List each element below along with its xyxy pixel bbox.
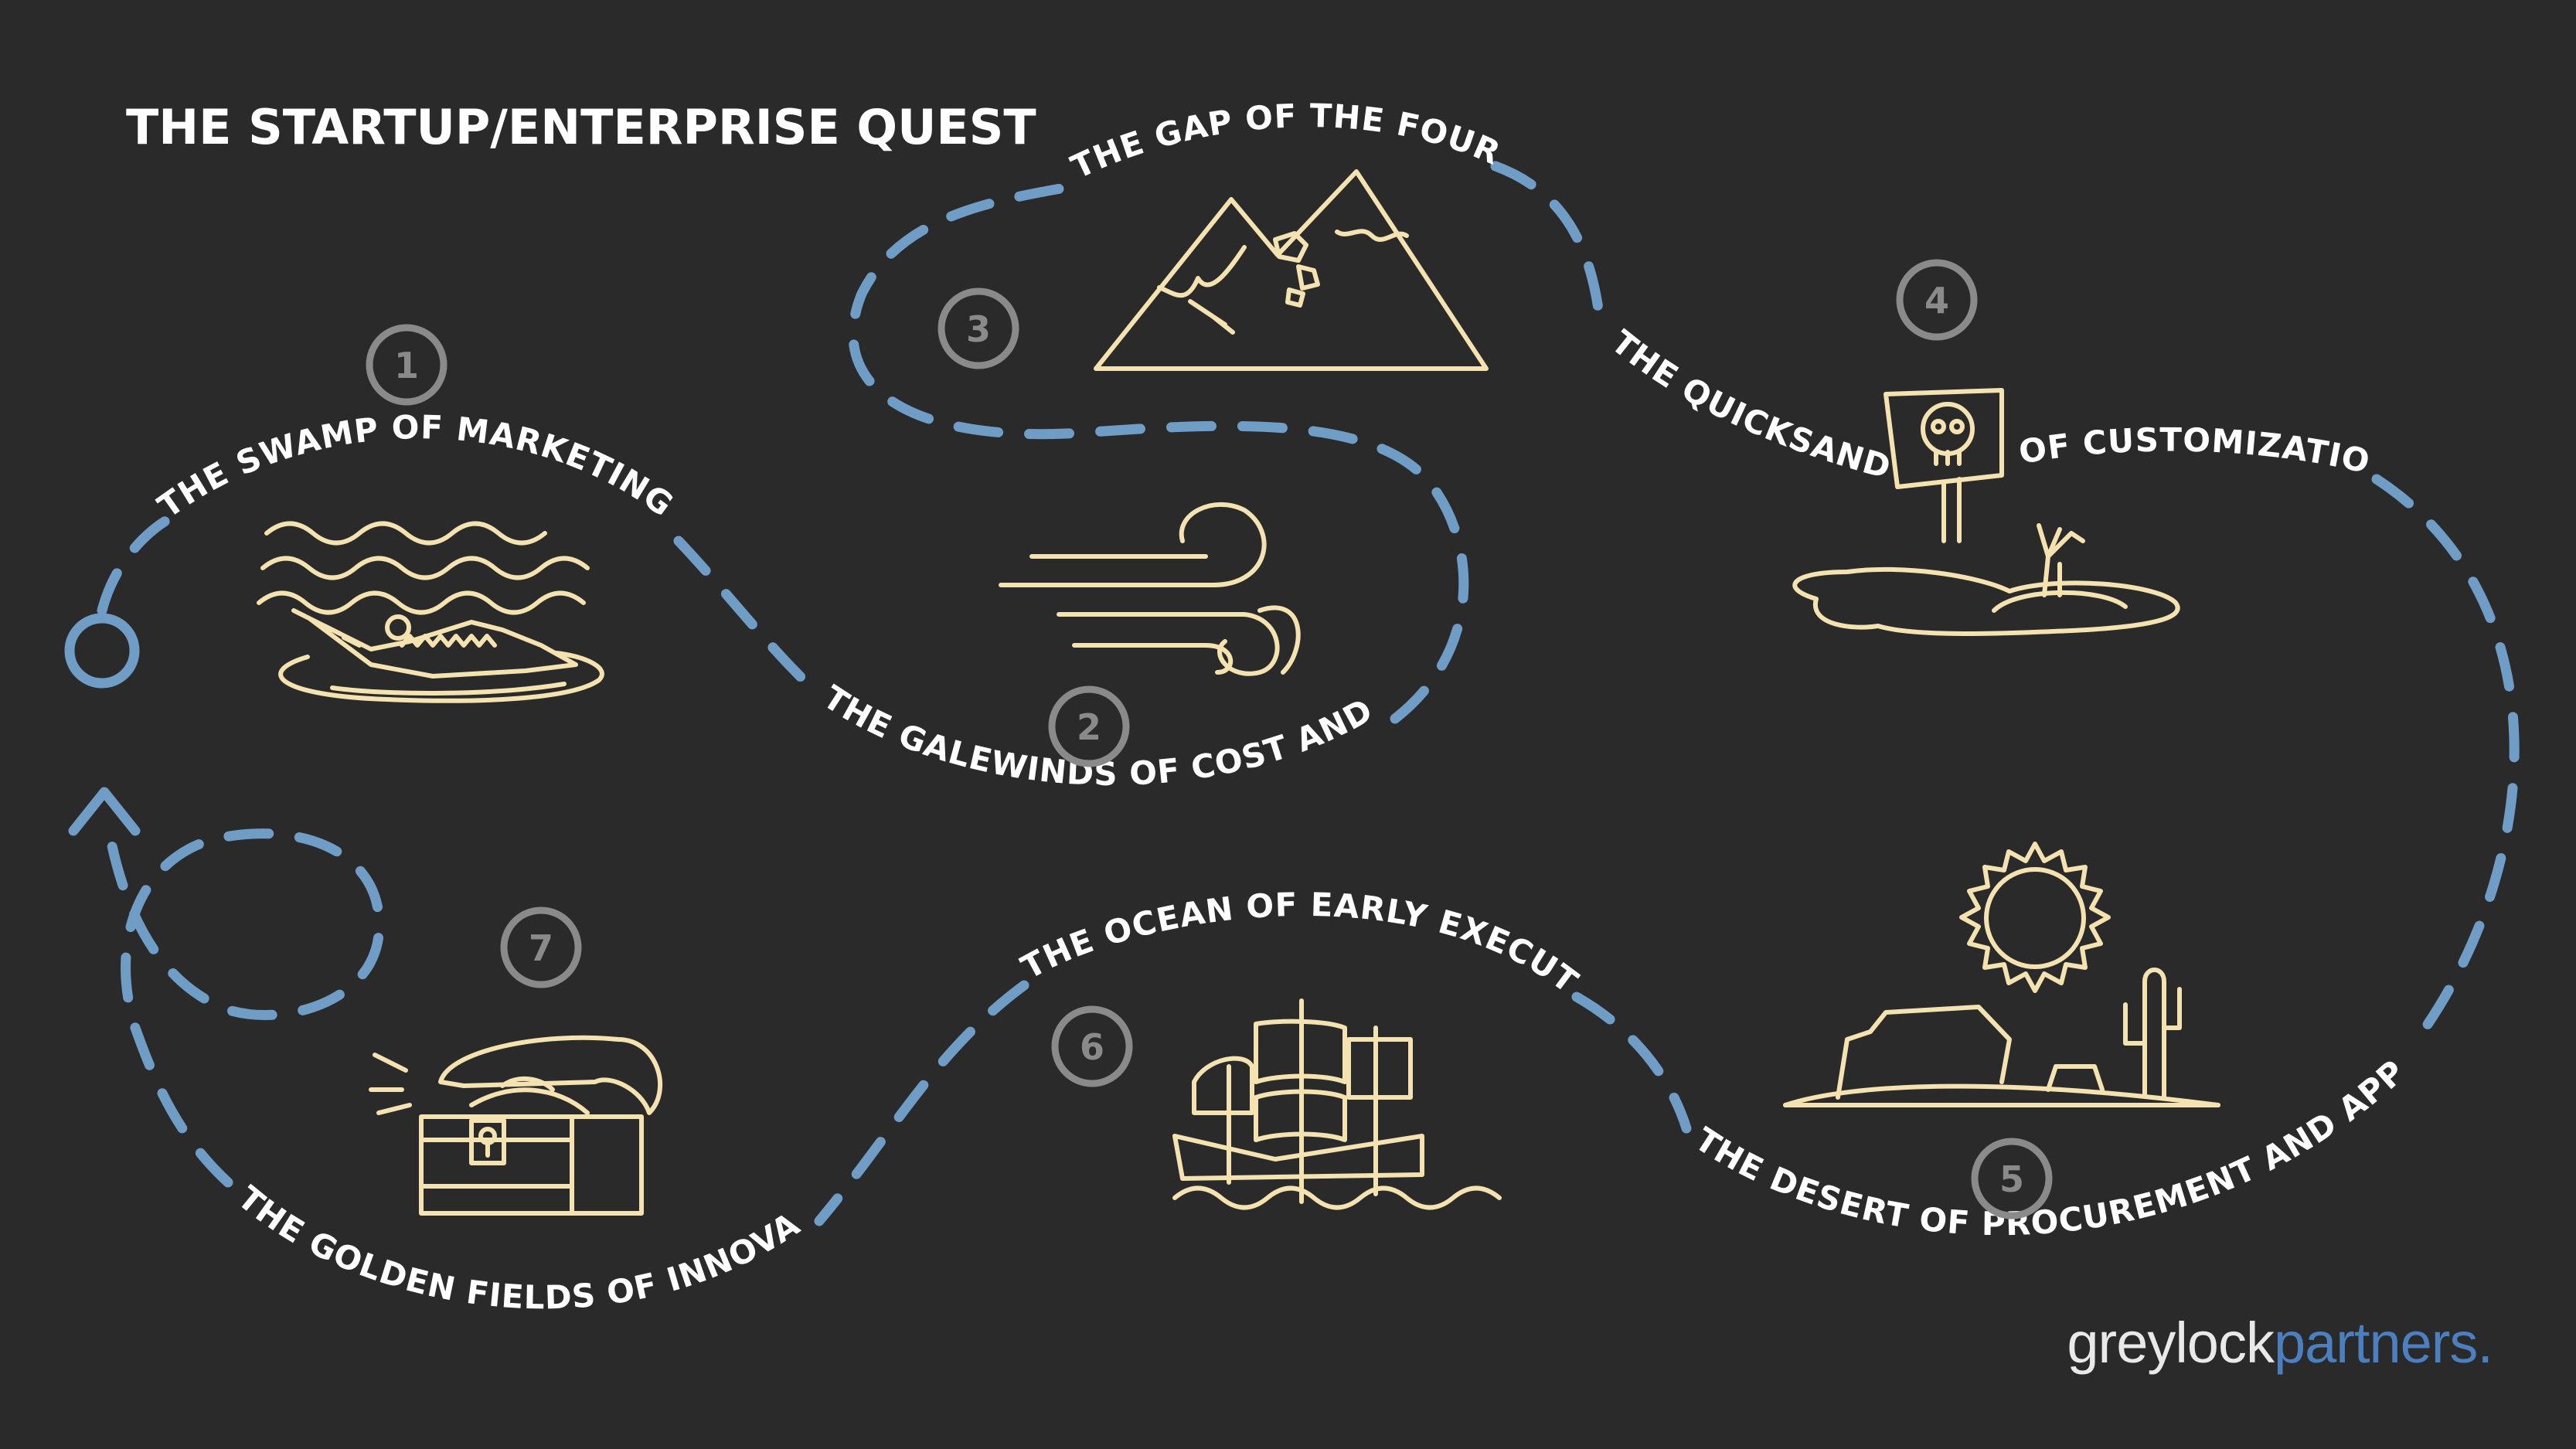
stop-3-label: THE GAP OF THE FOUR S's <box>0 0 1506 186</box>
svg-text:7: 7 <box>529 927 553 969</box>
brand-partners: partners. <box>2273 1311 2493 1375</box>
end-arrow-icon <box>68 787 141 836</box>
svg-text:2: 2 <box>1077 706 1101 748</box>
treasure-chest-icon <box>369 1035 663 1216</box>
badge-1: 1 <box>366 324 447 406</box>
svg-text:3: 3 <box>966 308 991 350</box>
stop-1-label: THE SWAMP OF MARKETING FOG <box>0 0 691 532</box>
stop-4-label-part2: OF CUSTOMIZATION <box>0 0 2374 481</box>
stop-6-label: THE OCEAN OF EARLY EXECUTION <box>0 0 1585 1001</box>
quicksand-skull-sign-icon <box>1792 388 2180 636</box>
sailing-ship-icon <box>1172 998 1502 1210</box>
badge-2: 2 <box>1048 685 1130 767</box>
svg-text:1: 1 <box>394 345 419 386</box>
wind-gust-icon <box>999 502 1301 676</box>
journey-path <box>97 161 2520 1226</box>
stop-5-label: THE DESERT OF PROCUREMENT AND APPROVALS <box>0 0 2412 1243</box>
brand-greylock: greylock <box>2067 1311 2275 1375</box>
badge-6: 6 <box>1051 1005 1133 1087</box>
mountains-icon <box>1094 169 1489 371</box>
greylock-logo: greylockpartners. <box>2067 1310 2493 1376</box>
badge-5: 5 <box>1971 1138 2053 1219</box>
page-title: THE STARTUP/ENTERPRISE QUEST <box>126 99 1036 155</box>
desert-sun-cactus-icon <box>1783 842 2220 1107</box>
badge-7: 7 <box>500 906 582 988</box>
alligator-swamp-icon <box>257 521 604 703</box>
stop-7-label: THE GOLDEN FIELDS OF INNOVATION <box>0 0 806 1316</box>
badge-3: 3 <box>938 287 1019 369</box>
svg-text:6: 6 <box>1080 1026 1104 1068</box>
stop-4-label-part1: THE QUICKSANDS <box>0 0 1895 486</box>
svg-text:4: 4 <box>1924 280 1949 321</box>
start-ring <box>64 613 140 689</box>
svg-text:5: 5 <box>1999 1158 2024 1200</box>
badge-4: 4 <box>1896 259 1978 341</box>
